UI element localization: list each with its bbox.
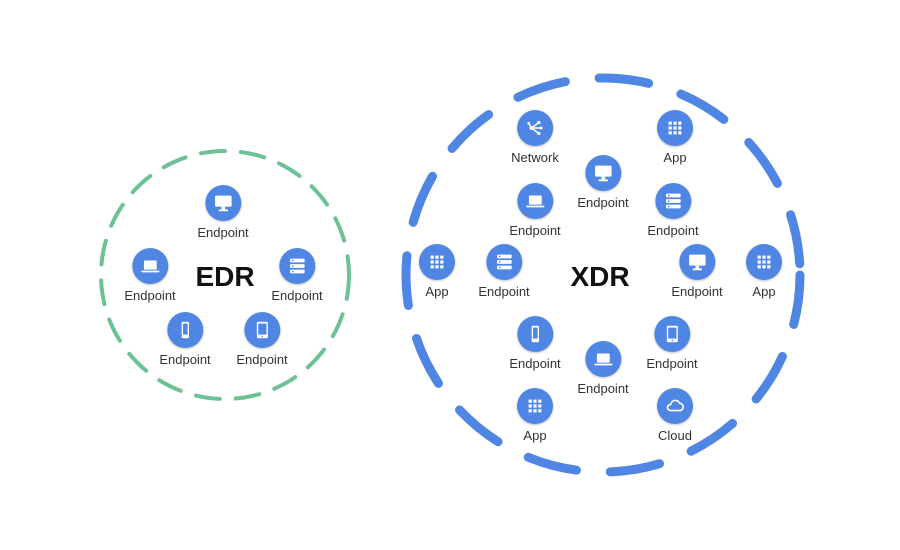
xdr-node-tablet: Endpoint [646,316,698,371]
node-label: Endpoint [509,356,561,371]
laptop-icon [131,248,168,284]
node-label: Cloud [658,428,692,443]
server-icon [485,244,522,280]
xdr-node-monitor-top: Endpoint [577,155,629,210]
cloud-icon [657,388,693,424]
xdr-node-server-top: Endpoint [647,183,699,238]
network-icon [517,110,553,146]
edr-node-1: Endpoint [197,185,249,240]
node-label: Endpoint [577,195,629,210]
laptop-icon [516,183,553,219]
xdr-node-app-right: App [746,244,782,299]
xdr-node-cloud: Cloud [657,388,693,443]
node-label: Endpoint [478,284,530,299]
monitor-icon [204,185,241,221]
xdr-node-app-left: App [419,244,455,299]
xdr-node-phone: Endpoint [509,316,561,371]
node-label: App [752,284,776,299]
app-grid-icon [746,244,782,280]
edr-title: EDR [195,261,255,292]
xdr-node-monitor-right: Endpoint [671,244,723,299]
node-label: Network [511,150,559,165]
node-label: Endpoint [647,223,699,238]
xdr-node-app-top: App [657,110,693,165]
node-label: Endpoint [159,352,211,367]
phone-icon [166,312,203,348]
tablet-icon [653,316,690,352]
node-label: App [663,150,687,165]
monitor-icon [678,244,715,280]
xdr-node-server-left: Endpoint [478,244,530,299]
node-label: Endpoint [577,381,629,396]
node-label: Endpoint [509,223,561,238]
xdr-node-network: Network [511,110,559,165]
monitor-icon [584,155,621,191]
xdr-node-laptop-bottom: Endpoint [577,341,629,396]
node-label: Endpoint [646,356,698,371]
edr-ring [99,149,351,401]
app-grid-icon [657,110,693,146]
xdr-node-laptop-top: Endpoint [509,183,561,238]
edr-node-3: Endpoint [271,248,323,303]
xdr-ring [401,73,805,477]
node-label: Endpoint [124,288,176,303]
xdr-node-app-bottom: App [517,388,553,443]
app-grid-icon [419,244,455,280]
server-icon [654,183,691,219]
xdr-title: XDR [570,261,630,292]
edr-node-5: Endpoint [236,312,288,367]
phone-icon [516,316,553,352]
laptop-icon [584,341,621,377]
node-label: Endpoint [197,225,249,240]
node-label: Endpoint [271,288,323,303]
edr-node-4: Endpoint [159,312,211,367]
node-label: App [425,284,449,299]
node-label: Endpoint [236,352,288,367]
server-icon [278,248,315,284]
node-label: App [523,428,547,443]
node-label: Endpoint [671,284,723,299]
app-grid-icon [517,388,553,424]
tablet-icon [243,312,280,348]
edr-node-2: Endpoint [124,248,176,303]
